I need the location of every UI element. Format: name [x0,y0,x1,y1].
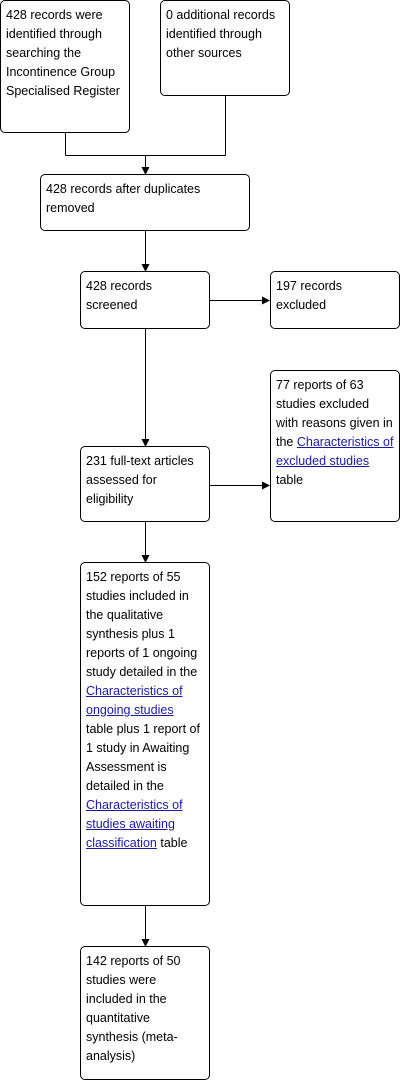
records-excluded-box: 197 records excluded [270,271,400,329]
records-identified-search-box: 428 records were identified through sear… [0,0,130,133]
qualitative-text-3: table [160,836,188,850]
quantitative-synthesis-text: 142 reports of 50 studies were included … [86,954,181,1063]
excluded-studies-link[interactable]: Characteristics of excluded studies [276,435,394,468]
records-screened-box: 428 records screened [80,271,210,329]
fulltext-assessed-text: 231 full-text articles assessed for elig… [86,454,194,506]
records-identified-other-box: 0 additional records identified through … [160,0,290,96]
awaiting-classification-link[interactable]: Characteristics of studies awaiting clas… [86,798,183,850]
excluded-reports-suffix: table [276,473,304,487]
excluded-reports-text: 77 reports of 63 studies excluded with r… [276,378,393,449]
records-screened-text: 428 records screened [86,279,153,312]
records-after-duplicates-box: 428 records after duplicates removed [40,174,250,231]
records-identified-other-text: 0 additional records identified through … [166,8,276,60]
records-after-duplicates-text: 428 records after duplicates removed [46,182,201,215]
quantitative-synthesis-box: 142 reports of 50 studies were included … [80,946,210,1080]
fulltext-assessed-box: 231 full-text articles assessed for elig… [80,446,210,522]
qualitative-synthesis-box: 152 reports of 55 studies included in th… [80,562,210,906]
records-identified-search-text: 428 records were identified through sear… [6,8,120,98]
ongoing-studies-link[interactable]: Characteristics of ongoing studies [86,684,183,717]
qualitative-text-2: table plus 1 report of 1 study in Awaiti… [86,722,200,793]
excluded-reports-box: 77 reports of 63 studies excluded with r… [270,370,400,522]
records-excluded-text: 197 records excluded [276,279,343,312]
qualitative-text-1: 152 reports of 55 studies included in th… [86,570,198,679]
